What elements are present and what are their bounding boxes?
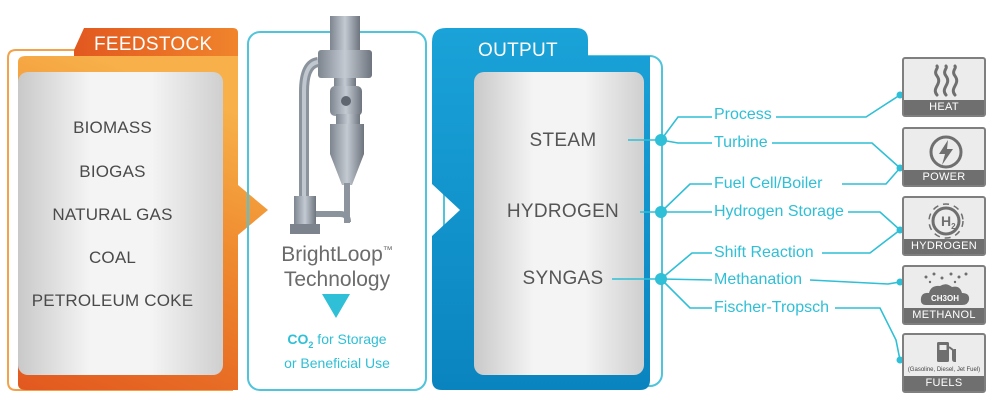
product-fuels: (Gasoline, Diesel, Jet Fuel) FUELS xyxy=(902,333,986,393)
technology-name: BrightLoop™ Technology xyxy=(248,238,426,292)
product-hydrogen: H2 HYDROGEN xyxy=(902,196,986,256)
methanol-cloud-icon: CH3OH xyxy=(920,272,970,305)
heat-icon xyxy=(933,64,959,97)
co2-arrow xyxy=(322,294,350,318)
product-heat-label: HEAT xyxy=(904,100,984,115)
svg-text:CH3OH: CH3OH xyxy=(931,294,959,303)
product-fuels-label: FUELS xyxy=(904,376,984,391)
co2-formula: CO2 xyxy=(287,331,314,350)
route-methanation: Methanation xyxy=(714,271,803,288)
route-shift-reaction: Shift Reaction xyxy=(714,244,814,261)
technology-name-line1: BrightLoop xyxy=(281,243,383,266)
co2-text-line1: for Storage xyxy=(313,331,387,347)
feedstock-coal: COAL xyxy=(88,248,137,267)
product-power: POWER xyxy=(902,127,986,187)
svg-text:H2: H2 xyxy=(941,213,956,231)
route-fischer-tropsch: Fischer-Tropsch xyxy=(714,299,829,316)
fuel-pump-icon xyxy=(937,342,956,363)
route-process: Process xyxy=(714,106,772,123)
feedstock-biogas: BIOGAS xyxy=(79,162,146,181)
route-turbine: Turbine xyxy=(714,134,768,151)
trademark-symbol: ™ xyxy=(382,245,393,256)
connector-dots xyxy=(655,91,904,364)
co2-text-line2: or Beneficial Use xyxy=(284,354,390,371)
route-fuel-cell-boiler: Fuel Cell/Boiler xyxy=(714,175,823,192)
feedstock-biomass: BIOMASS xyxy=(73,118,152,137)
output-syngas: SYNGAS xyxy=(522,268,604,289)
product-hydrogen-label: HYDROGEN xyxy=(904,239,984,254)
product-methanol: CH3OH METHANOL xyxy=(902,265,986,325)
fuels-note: (Gasoline, Diesel, Jet Fuel) xyxy=(907,367,981,373)
route-hydrogen-storage: Hydrogen Storage xyxy=(714,203,844,220)
feedstock-natural-gas: NATURAL GAS xyxy=(52,205,173,224)
feedstock-title: FEEDSTOCK xyxy=(94,34,213,55)
feedstock-petroleum-coke: PETROLEUM COKE xyxy=(31,291,194,310)
output-steam: STEAM xyxy=(529,130,597,151)
hydrogen-icon: H2 xyxy=(928,203,964,239)
product-power-label: POWER xyxy=(904,170,984,185)
feedstock-panel-shape xyxy=(7,28,268,391)
product-methanol-label: METHANOL xyxy=(904,308,984,323)
output-hydrogen: HYDROGEN xyxy=(506,201,620,222)
output-title: OUTPUT xyxy=(478,40,558,61)
reactor-graphic xyxy=(290,16,372,234)
product-heat: HEAT xyxy=(902,57,986,117)
technology-name-line2: Technology xyxy=(283,268,391,291)
lightning-icon xyxy=(929,135,963,169)
output-panel-shape xyxy=(432,28,663,390)
co2-caption: CO2 for Storage or Beneficial Use xyxy=(248,330,426,372)
